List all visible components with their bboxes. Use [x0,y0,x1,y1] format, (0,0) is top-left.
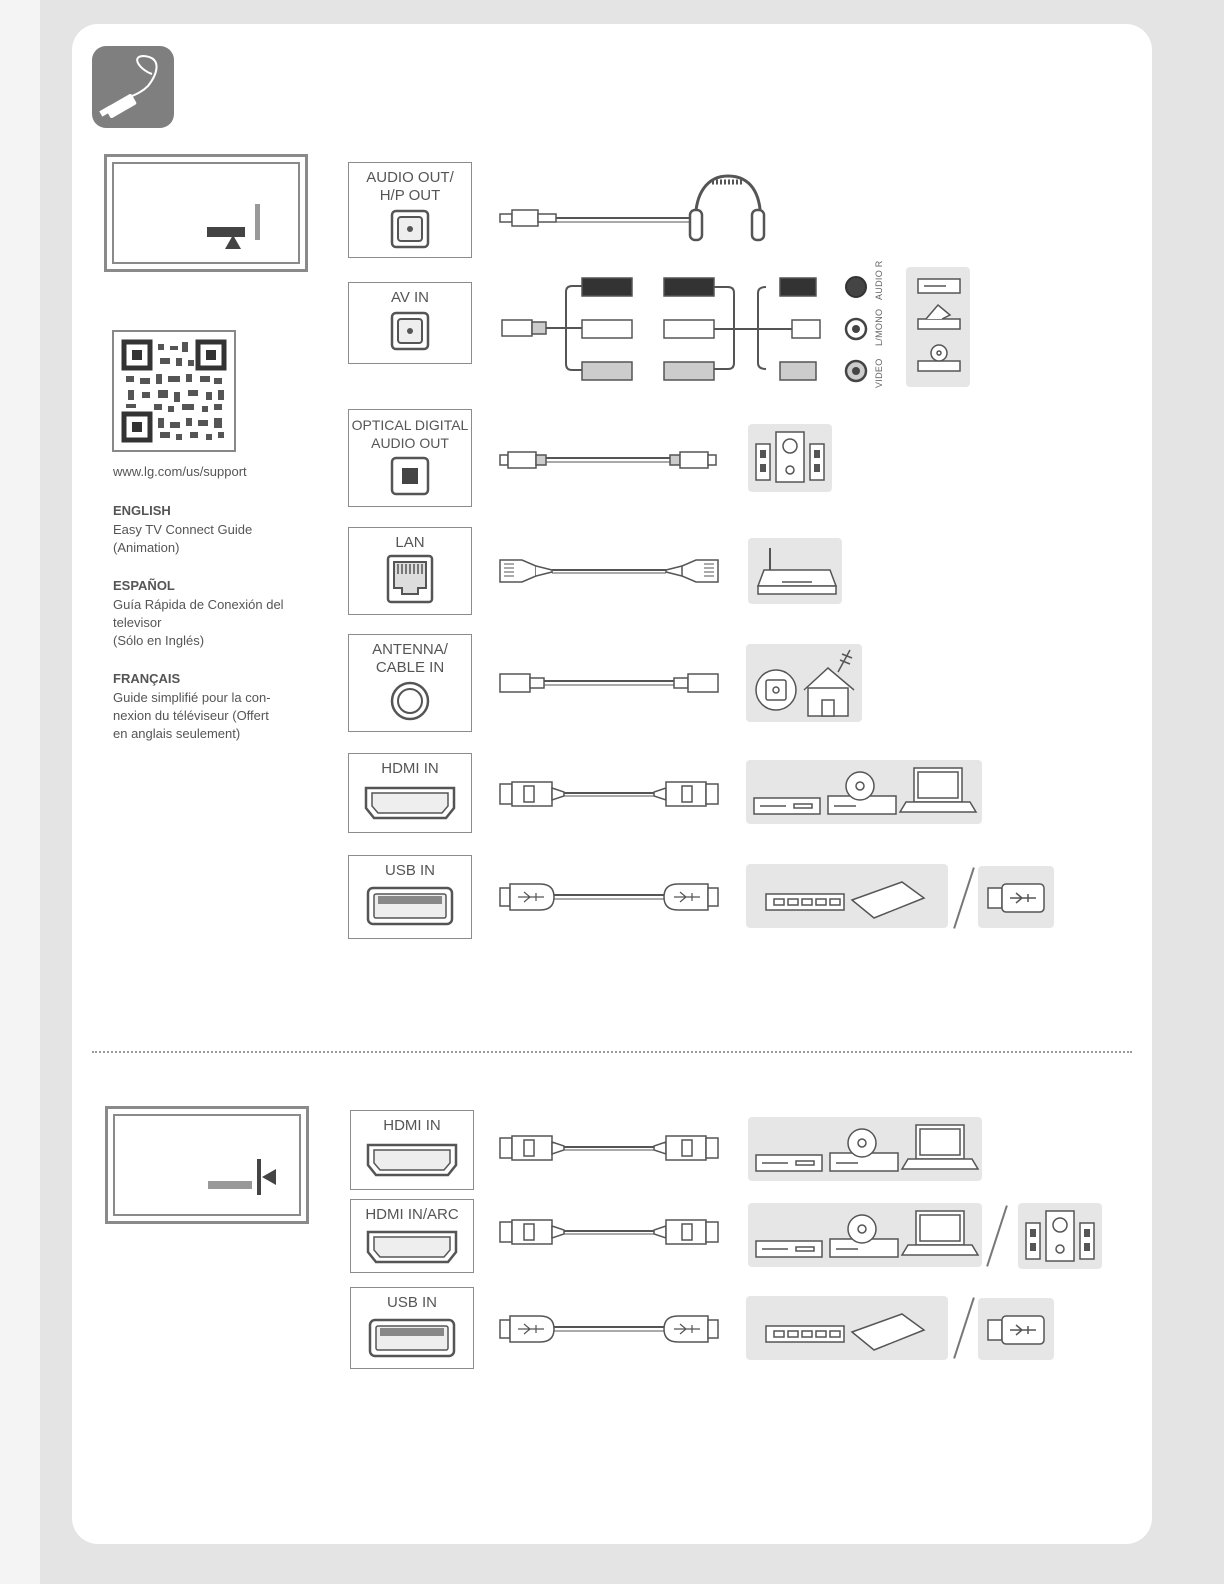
support-url[interactable]: www.lg.com/us/support [113,464,247,479]
port-antenna-cable-in: ANTENNA/ CABLE IN [348,634,472,732]
av-label-video: VIDEO [874,358,884,388]
hdmi-arc-cable-icon [499,1219,719,1245]
espanol-line-3: (Sólo en Inglés) [113,633,205,648]
port-label: AUDIO OUT/ H/P OUT [366,169,454,204]
port-location-marker [207,227,245,237]
espanol-line-2: televisor [113,615,162,630]
hdmi-devices-icons [753,767,978,815]
port-label: ANTENNA/ CABLE IN [372,641,448,676]
hard-drive-icon [765,1313,926,1351]
francais-line-1: Guide simplifié pour la con- [113,690,271,705]
hdmi-cable-icon [499,1135,719,1161]
section-divider [92,1051,1132,1053]
english-line-1: Easy TV Connect Guide [113,522,253,537]
port-label: HDMI IN [383,1117,441,1134]
english-line-2: (Animation) [113,540,180,555]
usb-stick-icon [987,1315,1045,1345]
speaker-icon [1025,1210,1095,1262]
router-box [748,538,842,604]
port-location-bar [208,1181,252,1189]
speaker-icon [755,431,825,483]
port-label: HDMI IN [381,760,439,777]
francais-line-3: en anglais seulement) [113,726,241,741]
port-label: OPTICAL DIGITAL AUDIO OUT [351,417,469,451]
hdmi-devices-icons [755,1210,980,1258]
usb-cable-icon [499,1315,719,1343]
port-hdmi-in: HDMI IN [348,753,472,833]
port-label: AV IN [390,289,430,306]
language-espanol: ESPAÑOL [113,578,175,593]
usb-storage-box-2 [746,1296,948,1360]
hdmi-jack-icon [364,786,456,820]
port-label: HDMI IN/ARC [365,1206,459,1223]
port-usb-in: USB IN [348,855,472,939]
port-hdmi-in-2: HDMI IN [350,1110,474,1190]
antenna-house-box [746,644,862,722]
usb-stick-icon [987,883,1045,913]
language-francais: FRANÇAIS [113,671,181,686]
av-devices-icons [917,278,961,372]
usb-jack-icon [366,886,454,926]
headphones-icon [688,174,766,242]
port-usb-in-2: USB IN [350,1287,474,1369]
hdmi-devices-box-2 [748,1117,982,1181]
speaker-box [748,424,832,492]
qr-code [112,330,236,452]
port-hdmi-in-arc: HDMI IN/ARC [350,1199,474,1273]
francais-line-2: nexion du téléviseur (Offert [113,708,269,723]
usb-stick-box [978,866,1054,928]
audio-jack-icon [390,209,430,249]
port-audio-out: AUDIO OUT/ H/P OUT [348,162,472,258]
av-label-mono: L/MONO [874,308,884,346]
page-margin [0,0,40,1584]
port-location-marker [257,1159,261,1195]
blu-ray-player-icon [755,1154,823,1172]
cable-connect-icon [92,46,174,128]
hdmi-arc-devices-box [748,1203,982,1267]
av-label-audio-r: AUDIO R [874,260,884,300]
usb-storage-box [746,864,948,928]
lan-cable-icon [499,559,719,583]
hdmi-jack-icon [366,1143,458,1177]
usb-cable-icon [499,883,719,911]
port-optical-audio-out: OPTICAL DIGITAL AUDIO OUT [348,409,472,507]
hdmi-devices-box [746,760,982,824]
port-label: USB IN [384,862,435,879]
headphones-cable [499,174,766,242]
language-english: ENGLISH [113,503,171,518]
av-devices-box [906,267,970,387]
hdmi-cable-icon [499,781,719,807]
router-icon [756,548,838,595]
espanol-line-1: Guía Rápida de Conexión del [113,597,284,612]
usb-jack-icon [368,1318,456,1358]
speaker-box-2 [1018,1203,1102,1269]
optical-cable-icon [499,451,717,469]
coax-jack-icon [390,681,430,721]
triangle-marker [225,235,241,249]
hdmi-devices-icons [755,1124,980,1172]
triangle-marker [262,1169,276,1185]
hard-drive-icon [765,881,926,919]
port-lan: LAN [348,527,472,615]
blu-ray-player-icon [753,797,821,815]
lan-jack-icon [386,554,434,604]
usb-stick-box-2 [978,1298,1054,1360]
house-antenna-icon [755,649,855,717]
port-label: LAN [395,534,425,551]
rca-cable-icon [501,276,868,383]
optical-jack-icon [390,456,430,496]
port-label: USB IN [386,1294,437,1311]
av-jack-icon [390,311,430,351]
coax-cable-icon [499,673,719,693]
port-location-bar [255,204,260,240]
tv-back-panel-side [105,1106,309,1224]
port-av-in: AV IN [348,282,472,364]
hdmi-arc-jack-icon [366,1230,458,1264]
tv-back-panel-top [104,154,308,272]
